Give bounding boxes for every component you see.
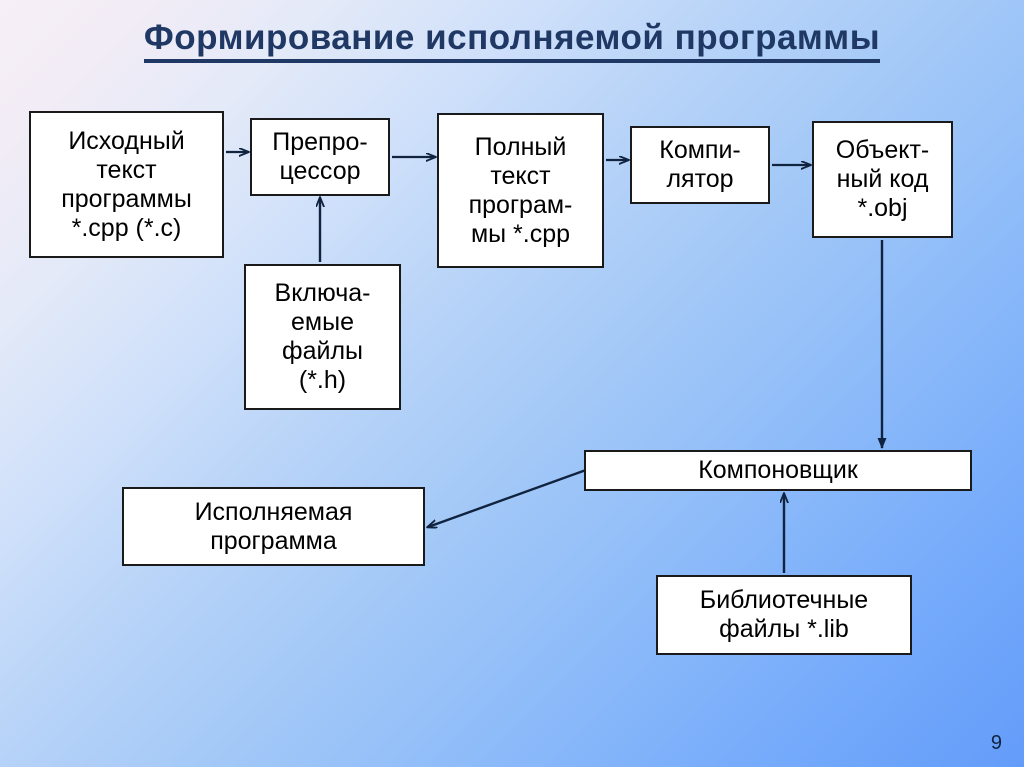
node-object-code[interactable]: Объект- ный код *.obj	[812, 121, 953, 238]
node-executable-program[interactable]: Исполняемая программа	[122, 487, 425, 566]
node-include-files[interactable]: Включа- емые файлы (*.h)	[244, 264, 401, 410]
node-compiler[interactable]: Компи- лятор	[630, 126, 770, 204]
page-title-text: Формирование исполняемой программы	[143, 18, 881, 63]
node-preprocessor[interactable]: Препро- цессор	[250, 118, 390, 196]
page-title: Формирование исполняемой программы	[0, 18, 1024, 63]
node-linker[interactable]: Компоновщик	[584, 450, 972, 491]
node-full-source-text[interactable]: Полный текст програм- мы *.cpp	[437, 113, 604, 268]
arrow-linker-to-executable	[428, 468, 587, 527]
slide-number: 9	[990, 732, 1002, 754]
node-library-files[interactable]: Библиотечные файлы *.lib	[656, 575, 912, 655]
node-source-code[interactable]: Исходный текст программы *.cpp (*.c)	[29, 111, 224, 258]
